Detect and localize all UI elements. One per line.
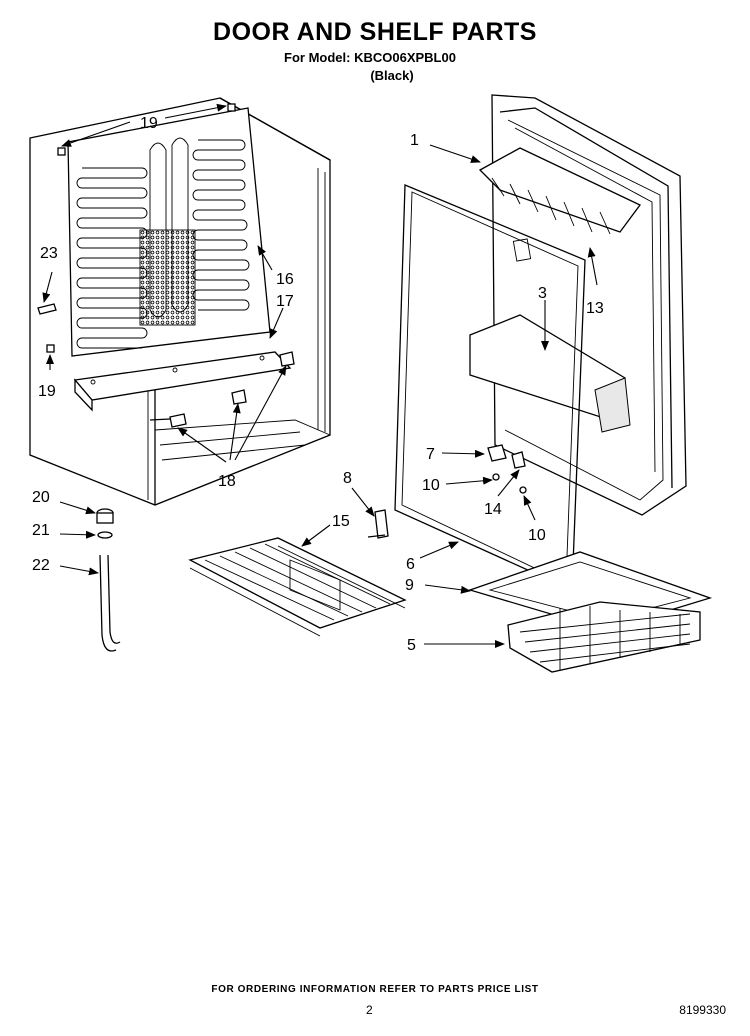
- evaporator-plate: [67, 107, 271, 357]
- clip-19-right: [227, 103, 236, 112]
- parts-20-21-22: [96, 508, 121, 652]
- callout-9: 9: [405, 577, 414, 594]
- callout-5: 5: [407, 637, 416, 654]
- part-7: [487, 444, 507, 462]
- crisper-basket-5: [507, 601, 701, 673]
- callout-16: 16: [276, 271, 294, 288]
- callout-3: 3: [538, 285, 547, 302]
- callout-19-left: 19: [38, 383, 56, 400]
- part-23: [37, 303, 57, 315]
- color-line: (Black): [370, 68, 414, 83]
- wire-shelf: [188, 537, 407, 637]
- callout-10-a: 10: [422, 477, 440, 494]
- callout-18: 18: [218, 473, 236, 490]
- door-assembly: [469, 94, 687, 516]
- callout-10-b: 10: [528, 527, 546, 544]
- callout-17: 17: [276, 293, 294, 310]
- model-line: For Model: KBCO06XPBL00: [284, 50, 456, 65]
- callout-21: 21: [32, 522, 50, 539]
- callout-20: 20: [32, 489, 50, 506]
- callout-7: 7: [426, 446, 435, 463]
- callout-6: 6: [406, 556, 415, 573]
- drip-bracket: [73, 351, 292, 412]
- callout-14: 14: [484, 501, 502, 518]
- part-14: [511, 451, 526, 469]
- screw-10-b: [519, 486, 527, 494]
- callout-23: 23: [40, 245, 58, 262]
- part-8-bracket: [367, 509, 389, 539]
- clip-19-left: [46, 344, 55, 353]
- callout-19-top: 19: [140, 115, 158, 132]
- screw-10-a: [492, 473, 500, 481]
- callout-22: 22: [32, 557, 50, 574]
- document-number: 8199330: [679, 1003, 726, 1017]
- leader-lines: [42, 103, 598, 648]
- page-number: 2: [366, 1003, 373, 1017]
- callout-13: 13: [586, 300, 604, 317]
- callout-labels: 19 1 23 16 17 19 18 3 13 7 10 14 10 8 15…: [32, 115, 604, 654]
- callout-8: 8: [343, 470, 352, 487]
- ordering-note: FOR ORDERING INFORMATION REFER TO PARTS …: [211, 984, 539, 995]
- callout-1: 1: [410, 132, 419, 149]
- clip-19-top: [57, 147, 66, 156]
- page-title: DOOR AND SHELF PARTS: [213, 18, 537, 46]
- screw-18: [149, 351, 295, 428]
- callout-15: 15: [332, 513, 350, 530]
